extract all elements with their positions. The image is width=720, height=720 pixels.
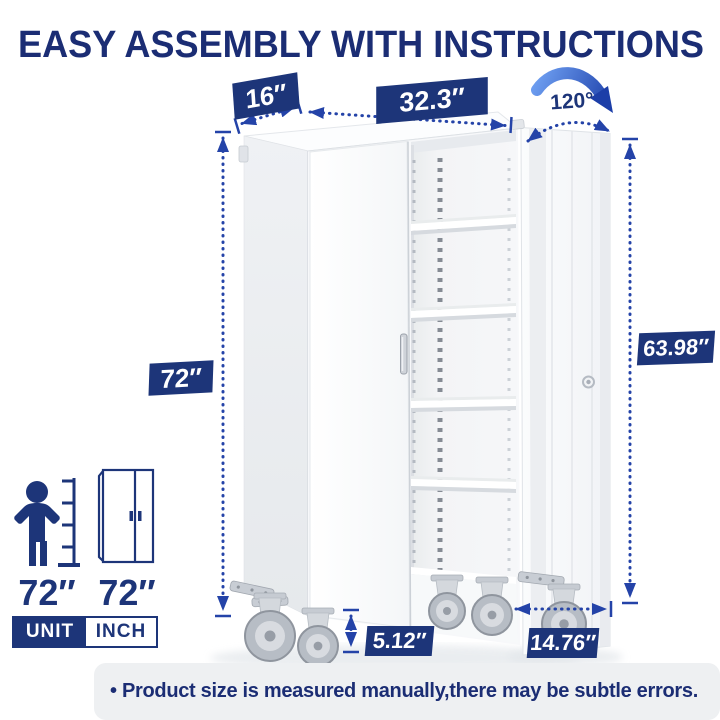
height-dimension-line <box>215 130 231 618</box>
caster-wheel <box>428 574 466 630</box>
caster-height-dimension-line <box>343 608 359 654</box>
height-dimension-badge: 72″ <box>148 360 214 396</box>
back-hinge-bracket <box>238 145 249 163</box>
door-swing-arc <box>526 119 611 143</box>
height-ruler-icon <box>58 478 80 567</box>
shelf <box>411 476 516 493</box>
door-outer-edge <box>600 133 610 647</box>
shelf <box>411 214 516 235</box>
cabinet-outline-icon <box>97 468 155 564</box>
person-height-label: 72″ <box>18 572 76 613</box>
shelf <box>411 396 516 412</box>
door-handle-icon <box>400 333 408 375</box>
caster-wheel <box>471 576 513 636</box>
caster-wheel <box>244 592 296 662</box>
caster-height-dimension-badge: 5.12″ <box>364 626 435 656</box>
unit-label: UNIT <box>14 618 86 646</box>
door-swing-arrow-icon <box>531 67 613 113</box>
door-seam <box>407 141 412 629</box>
cabinet-side-panel <box>243 135 309 617</box>
door-height-dimension-line <box>622 137 638 605</box>
door-height-dimension-badge: 63.98″ <box>636 330 716 366</box>
page-title: EASY ASSEMBLY WITH INSTRUCTIONS <box>18 24 704 66</box>
footer-note: • Product size is measured manually,ther… <box>110 680 698 702</box>
interior-ceiling <box>411 130 516 153</box>
shelf <box>411 303 516 322</box>
cabinet-height-label: 72″ <box>98 572 156 613</box>
cabinet-interior <box>411 130 518 643</box>
caster-wheel <box>297 607 339 667</box>
top-seam <box>307 127 519 152</box>
person-silhouette-icon <box>14 481 60 566</box>
keyhole-icon <box>582 375 595 389</box>
unit-value: INCH <box>95 621 147 642</box>
top-hinge <box>510 119 525 130</box>
door-angle-label: 120° <box>549 88 595 115</box>
size-reference-icons <box>14 468 155 567</box>
interior-back-wall <box>411 130 518 642</box>
footer-note-bar: • Product size is measured manually,ther… <box>94 663 720 720</box>
open-right-door <box>510 119 611 656</box>
open-door-width-dimension-line <box>514 601 613 617</box>
unit-box: UNIT INCH <box>12 616 158 648</box>
open-door-width-dimension-badge: 14.76″ <box>526 628 600 658</box>
door-channel <box>529 128 546 655</box>
